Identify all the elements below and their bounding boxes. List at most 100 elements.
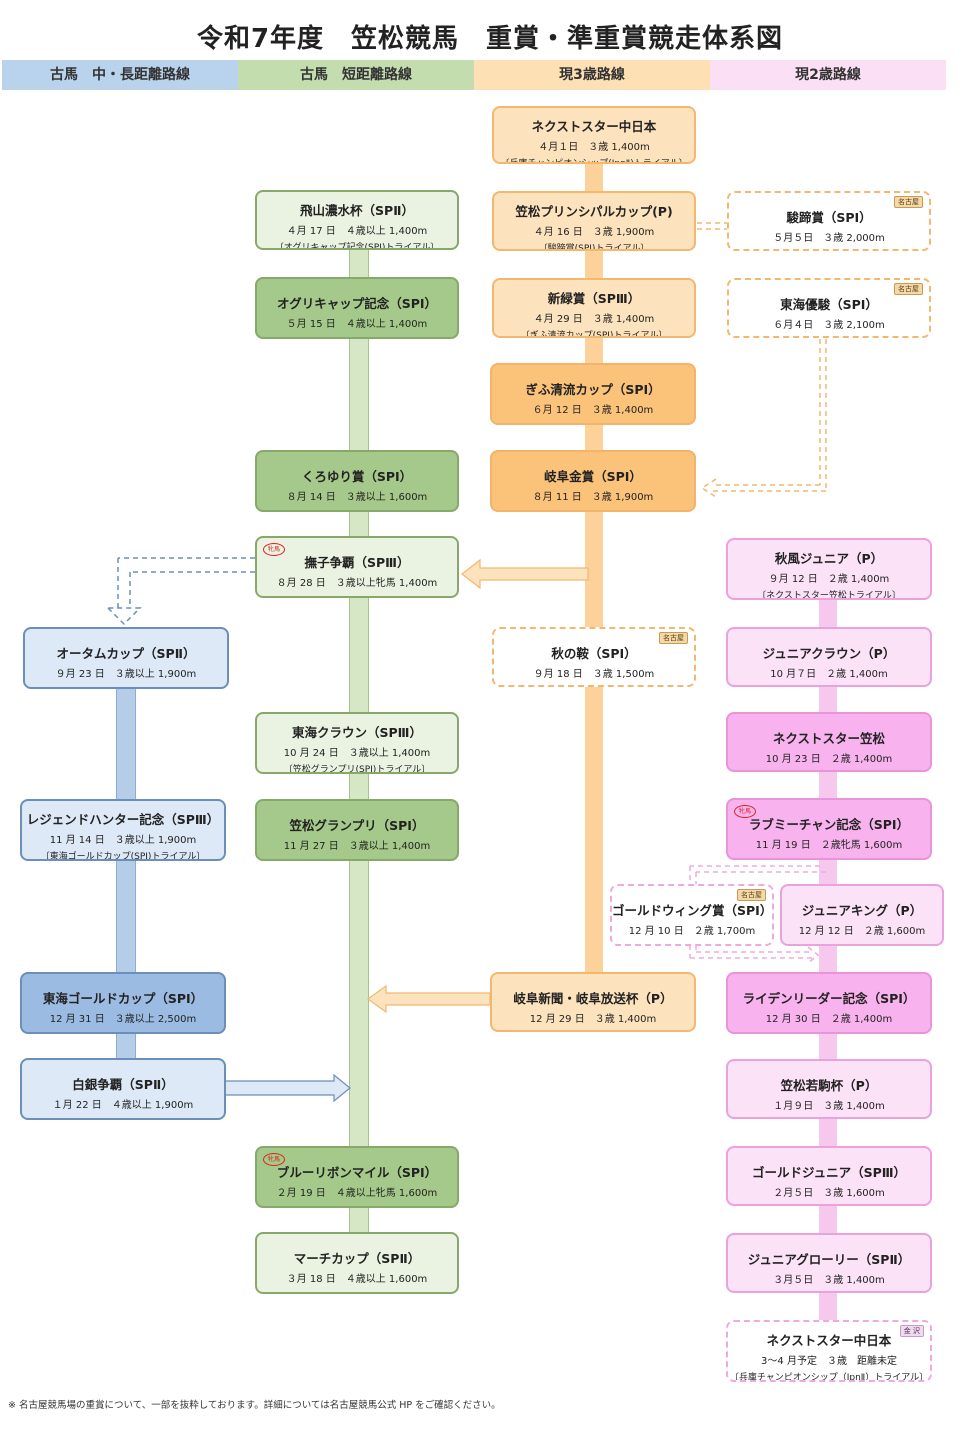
race-date: ６月 12 日 ３歳 1,400m [532,405,654,416]
race-box-junior-king[interactable]: ジュニアキング（P） 12 月 12 日 ２歳 1,600m [780,884,944,946]
race-date: ８月 28 日 ３歳以上牝馬 1,400m [276,578,438,589]
race-name: オータムカップ（SPⅡ） [56,646,196,661]
race-name: レジェンドハンター記念（SPⅢ） [26,812,220,827]
race-box-junior-glory[interactable]: ジュニアグローリー（SPⅡ） ３月５日 ３歳 1,400m [726,1233,932,1293]
race-name: ぎふ清流カップ（SPⅠ） [525,382,661,397]
race-box-gold-wing[interactable]: 名古屋 ゴールドウィング賞（SPⅠ） 12 月 10 日 ２歳 1,700m [610,884,774,946]
pink-route-bar-2 [819,945,837,1325]
race-name: ゴールドウィング賞（SPⅠ） [612,903,773,918]
race-name: ジュニアクラウン（P） [762,646,896,661]
race-date: ４月 17 日 ４歳以上 1,400m [286,226,428,237]
nagoya-tag: 名古屋 [659,632,688,644]
race-date: ３月５日 ３歳 1,400m [773,1275,885,1286]
race-note: 〔兵庫チャンピオンシップ(JpnⅡ)トライアル〕 [500,159,688,164]
column-header-2yo: 現2歳路線 [710,60,946,90]
race-date: 12 月 10 日 ２歳 1,700m [628,926,756,937]
race-box-kasamatsu-principal[interactable]: 笠松プリンシパルカップ(P) ４月 16 日 ３歳 1,900m 〔駿蹄賞(SP… [492,191,696,251]
race-date: ９月 12 日 ２歳 1,400m [768,574,890,585]
race-box-kuroyuri[interactable]: くろゆり賞（SPⅠ） ８月 14 日 ３歳以上 1,600m [255,450,459,512]
race-box-tokai-gold[interactable]: 東海ゴールドカップ（SPⅠ） 12 月 31 日 ３歳以上 2,500m [20,972,226,1034]
race-date: ２月 19 日 ４歳以上牝馬 1,600m [276,1188,438,1199]
race-date: ６月４日 ３歳 2,100m [773,320,885,331]
race-box-tokai-crown[interactable]: 東海クラウン（SPⅢ） 10 月 24 日 ３歳以上 1,400m 〔笠松グラン… [255,712,459,774]
race-box-hakugin[interactable]: 白銀争覇（SPⅡ） １月 22 日 ４歳以上 1,900m [20,1058,226,1120]
race-name: ラブミーチャン記念（SPⅠ） [748,817,910,832]
race-name: 岐阜金賞（SPⅠ） [544,469,642,484]
race-box-gifu-seiryu[interactable]: ぎふ清流カップ（SPⅠ） ６月 12 日 ３歳 1,400m [490,363,696,425]
race-name: 笠松若駒杯（P） [780,1078,878,1093]
race-box-blue-ribbon[interactable]: 牝馬 ブルーリボンマイル（SPⅠ） ２月 19 日 ４歳以上牝馬 1,600m [255,1146,459,1208]
race-date: ２月５日 ３歳 1,600m [773,1188,885,1199]
race-name: ネクストスター中日本 [531,119,657,134]
race-box-next-star-chunichi-2[interactable]: 金 沢 ネクストスター中日本 3～4 月予定 ３歳 距離未定 〔兵庫チャンピオン… [726,1320,932,1382]
race-box-aki-no-kura[interactable]: 名古屋 秋の鞍（SPⅠ） ９月 18 日 ３歳 1,500m [492,627,696,687]
race-box-gifu-shinbun[interactable]: 岐阜新聞・岐阜放送杯（P） 12 月 29 日 ３歳 1,400m [490,972,696,1032]
race-name: 白銀争覇（SPⅡ） [72,1077,174,1092]
race-name: 笠松プリンシパルカップ(P) [515,204,673,219]
race-box-kasamatsu-gp[interactable]: 笠松グランプリ（SPⅠ） 11 月 27 日 ３歳以上 1,400m [255,799,459,861]
race-note: 〔オグリキャップ記念(SPⅠ)トライアル〕 [274,243,440,250]
race-name: ゴールドジュニア（SPⅢ） [751,1165,907,1180]
race-name: 東海クラウン（SPⅢ） [292,725,422,740]
race-name: 駿蹄賞（SPⅠ） [786,210,872,225]
race-name: ライデンリーダー記念（SPⅠ） [742,991,916,1006]
filly-badge: 牝馬 [263,1153,285,1166]
race-name: 笠松グランプリ（SPⅠ） [289,818,425,833]
race-date: 10 月７日 ２歳 1,400m [770,669,888,680]
race-name: 新緑賞（SPⅢ） [547,291,641,306]
race-date: 12 月 30 日 ２歳 1,400m [765,1014,893,1025]
race-box-shunteisho[interactable]: 名古屋 駿蹄賞（SPⅠ） ５月５日 ３歳 2,000m [727,191,931,251]
race-date: 10 月 24 日 ３歳以上 1,400m [283,748,431,759]
race-date: １月 22 日 ４歳以上 1,900m [52,1100,194,1111]
blue-route-bar [116,685,136,1060]
race-box-oguri-cap[interactable]: オグリキャップ記念（SPⅠ） ５月 15 日 ４歳以上 1,400m [255,277,459,339]
race-date: １月９日 ３歳 1,400m [773,1101,885,1112]
kanazawa-tag: 金 沢 [899,1325,924,1337]
race-box-gold-junior[interactable]: ゴールドジュニア（SPⅢ） ２月５日 ３歳 1,600m [726,1146,932,1206]
race-date: 3～4 月予定 ３歳 距離未定 [761,1356,897,1367]
race-box-junior-crown[interactable]: ジュニアクラウン（P） 10 月７日 ２歳 1,400m [726,627,932,687]
filly-badge: 牝馬 [734,805,756,818]
race-name: 東海優駿（SPⅠ） [780,297,878,312]
race-name: ネクストスター笠松 [772,731,886,746]
race-note: 〔駿蹄賞(SPⅠ)トライアル〕 [538,244,650,251]
race-date: 11 月 19 日 ２歳牝馬 1,600m [755,840,903,851]
race-box-next-star-kasamatsu[interactable]: ネクストスター笠松 10 月 23 日 ２歳 1,400m [726,712,932,772]
nagoya-tag: 名古屋 [737,889,766,901]
race-note: 〔ぎふ清流カップ(SPⅠ)トライアル〕 [520,331,668,338]
race-date: ３月 18 日 ４歳以上 1,600m [286,1274,428,1285]
race-box-tokai-yushun[interactable]: 名古屋 東海優駿（SPⅠ） ６月４日 ３歳 2,100m [727,278,931,338]
footnote: ※ 名古屋競馬場の重賞について、一部を抜粋しております。詳細については名古屋競馬… [8,1400,501,1411]
race-box-kasamatsu-wakakoma[interactable]: 笠松若駒杯（P） １月９日 ３歳 1,400m [726,1059,932,1119]
column-header-older-middle-long: 古馬 中・長距離路線 [2,60,238,90]
race-date: 11 月 27 日 ３歳以上 1,400m [283,841,431,852]
race-date: ８月 11 日 ３歳 1,900m [532,492,654,503]
race-date: ４月１日 ３歳 1,400m [538,142,650,153]
race-box-march-cup[interactable]: マーチカップ（SPⅡ） ３月 18 日 ４歳以上 1,600m [255,1232,459,1294]
race-date: ９月 18 日 ３歳 1,500m [533,669,655,680]
race-date: ５月５日 ３歳 2,000m [773,233,885,244]
filly-badge: 牝馬 [263,543,285,556]
race-box-hidayama[interactable]: 飛山濃水杯（SPⅡ） ４月 17 日 ４歳以上 1,400m 〔オグリキャップ記… [255,190,459,250]
race-name: ネクストスター中日本 [766,1333,892,1348]
race-date: 12 月 31 日 ３歳以上 2,500m [49,1014,197,1025]
race-box-love-me-chan[interactable]: 牝馬 ラブミーチャン記念（SPⅠ） 11 月 19 日 ２歳牝馬 1,600m [726,798,932,860]
race-box-aki-junior[interactable]: 秋風ジュニア（P） ９月 12 日 ２歳 1,400m 〔ネクストスター笠松トラ… [726,538,932,600]
race-date: ９月 23 日 ３歳以上 1,900m [55,669,197,680]
column-header-3yo: 現3歳路線 [474,60,710,90]
race-note: 〔ネクストスター笠松トライアル〕 [757,591,901,600]
race-box-nadeshiko[interactable]: 牝馬 撫子争覇（SPⅢ） ８月 28 日 ３歳以上牝馬 1,400m [255,536,459,598]
race-box-gifu-kinsho[interactable]: 岐阜金賞（SPⅠ） ８月 11 日 ３歳 1,900m [490,450,696,512]
race-box-shinryokusho[interactable]: 新緑賞（SPⅢ） ４月 29 日 ３歳 1,400m 〔ぎふ清流カップ(SPⅠ)… [492,278,696,338]
race-box-autumn-cup[interactable]: オータムカップ（SPⅡ） ９月 23 日 ３歳以上 1,900m [23,627,229,689]
race-box-next-star-chunichi[interactable]: ネクストスター中日本 ４月１日 ３歳 1,400m 〔兵庫チャンピオンシップ(J… [492,106,696,164]
page-title: 令和7年度 笠松競馬 重賞・準重賞競走体系図 [196,24,784,54]
race-box-raiden-leader[interactable]: ライデンリーダー記念（SPⅠ） 12 月 30 日 ２歳 1,400m [726,972,932,1034]
race-name: マーチカップ（SPⅡ） [293,1251,421,1266]
race-date: 12 月 29 日 ３歳 1,400m [529,1014,657,1025]
race-box-legend-hunter[interactable]: レジェンドハンター記念（SPⅢ） 11 月 14 日 ３歳以上 1,900m 〔… [20,799,226,861]
nagoya-tag: 名古屋 [894,196,923,208]
race-date: 11 月 14 日 ３歳以上 1,900m [49,835,197,846]
race-note: 〔兵庫チャンピオンシップ（JpnⅡ）トライアル〕 [729,1373,929,1382]
